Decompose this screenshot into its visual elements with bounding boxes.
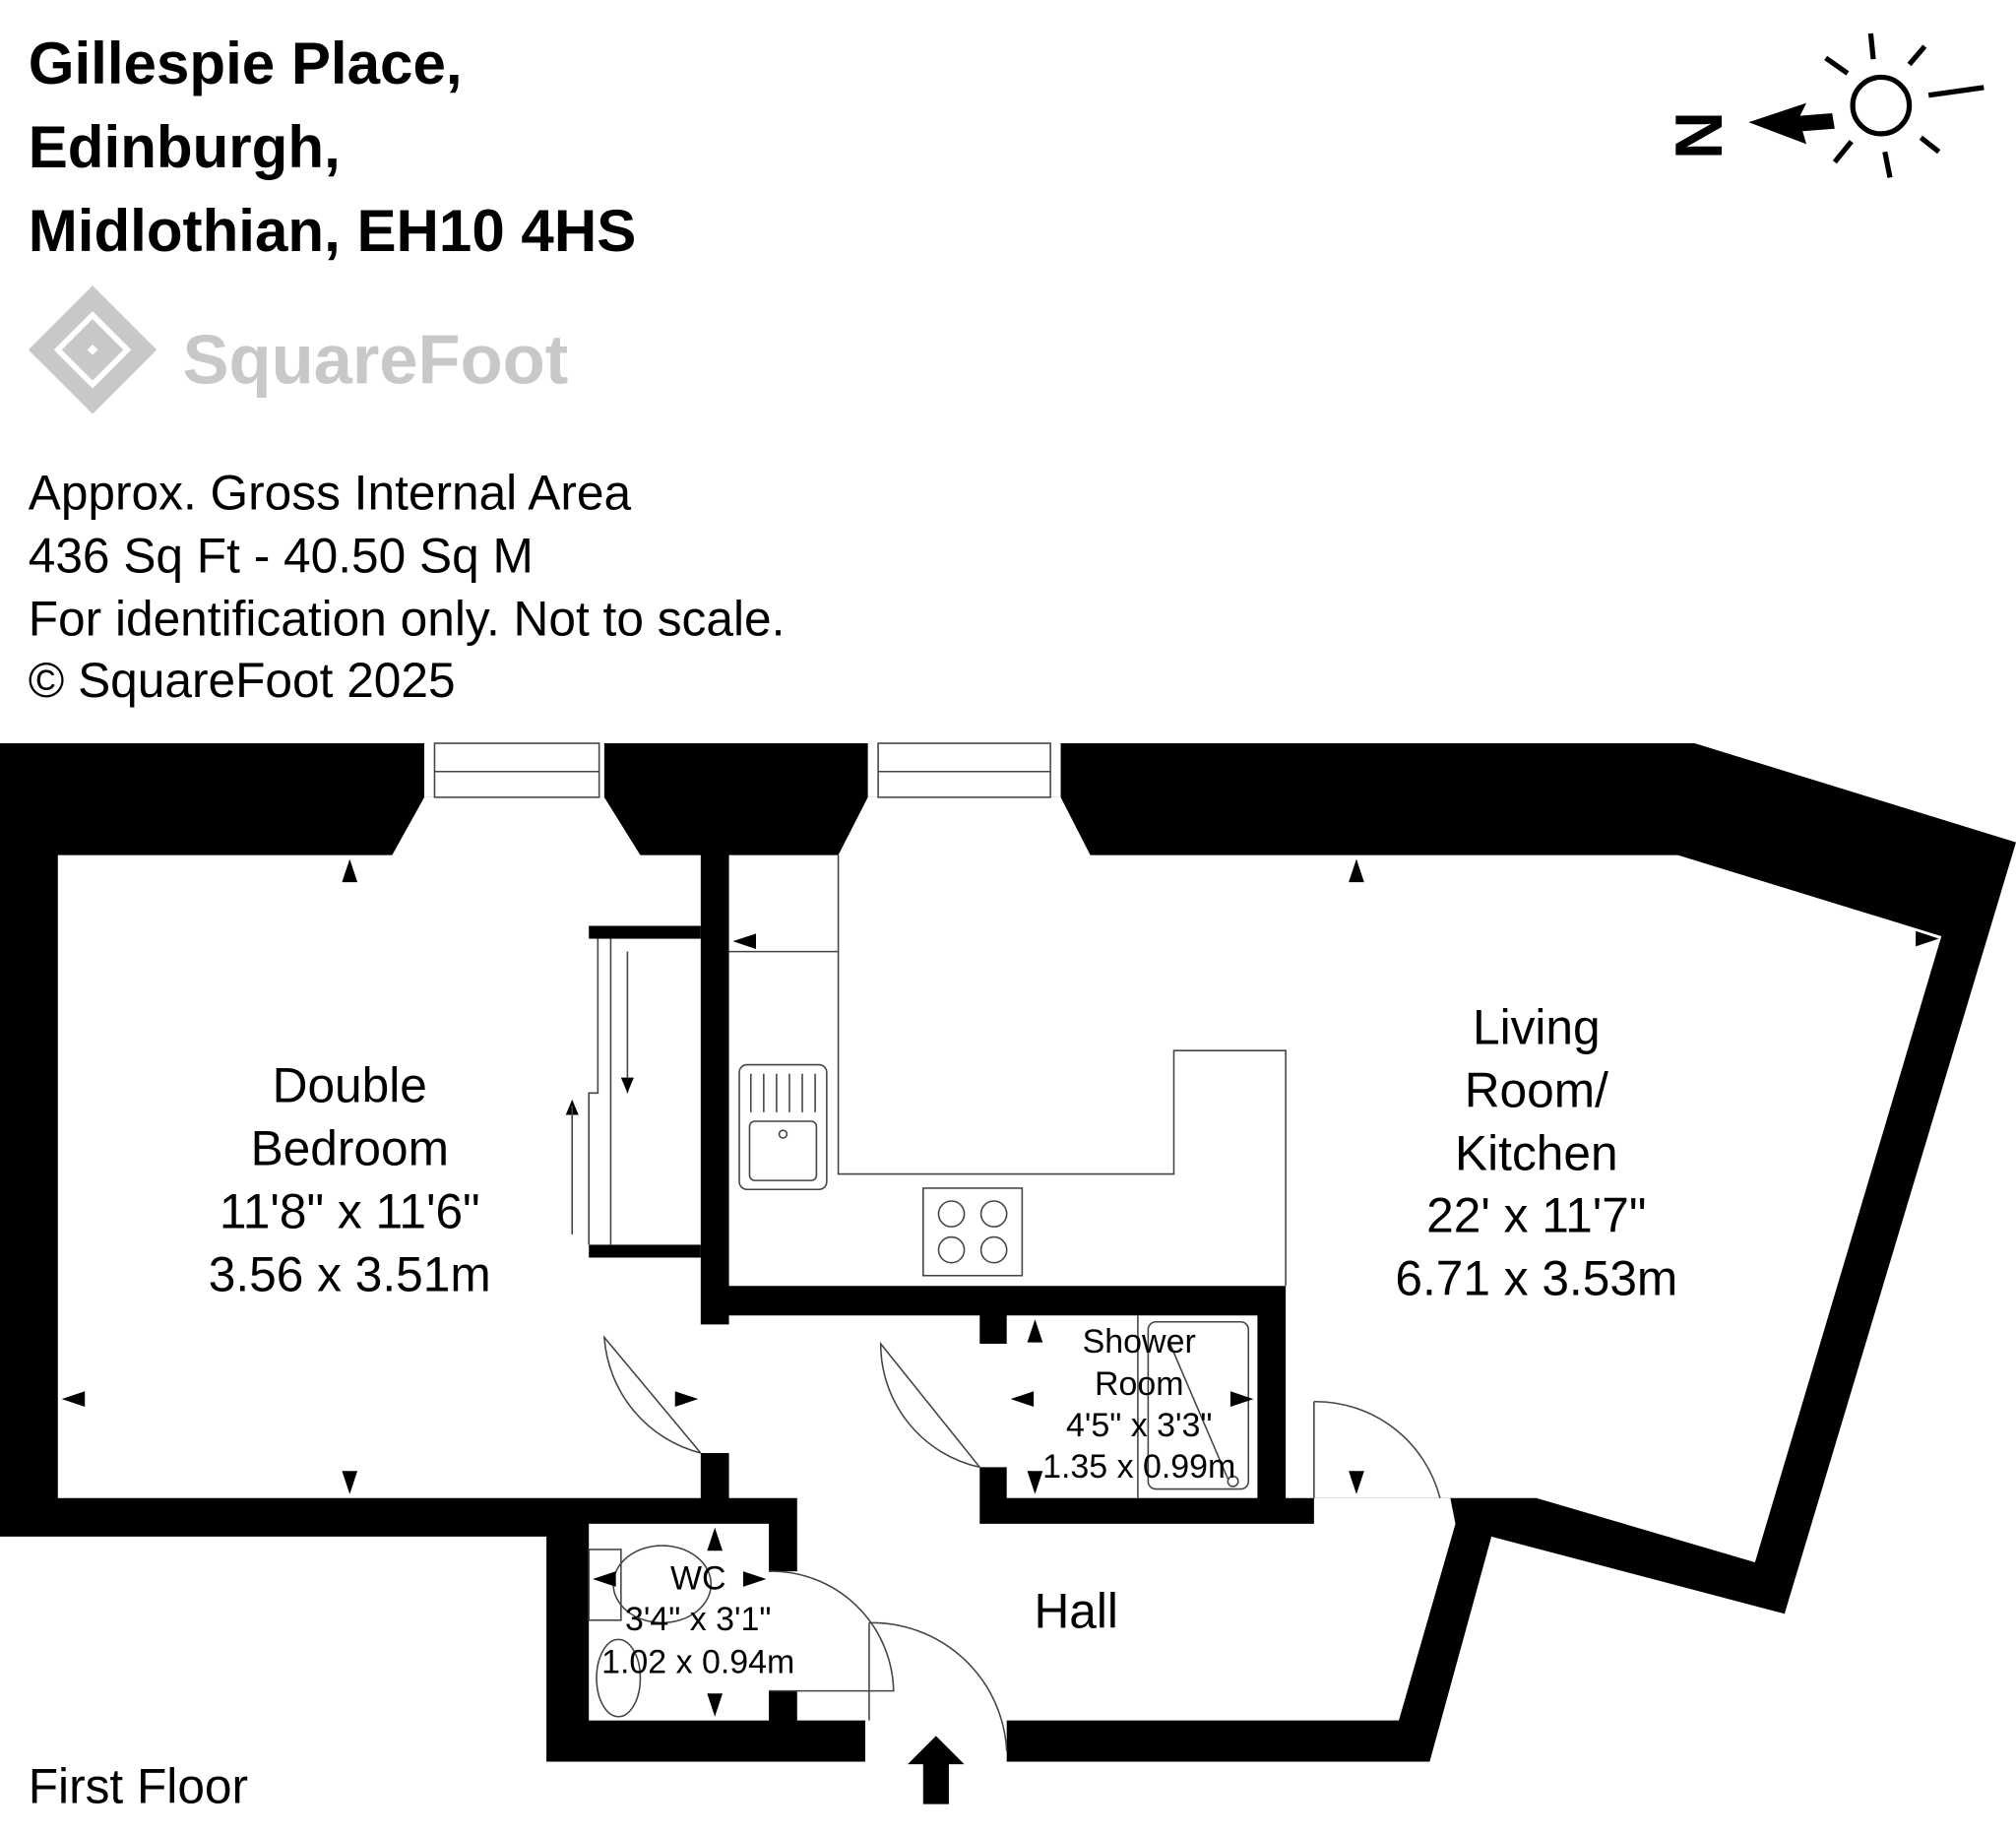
wc-area xyxy=(589,1523,770,1721)
wc-label: WC 3'4" x 3'1" 1.02 x 0.94m xyxy=(601,1559,794,1680)
dimension-arrows xyxy=(61,858,1939,1717)
disclaimer: For identification only. Not to scale. xyxy=(29,591,786,646)
living-label: Living Room/ Kitchen 22' x 11'7" 6.71 x … xyxy=(1395,1000,1677,1306)
area-value: 436 Sq Ft - 40.50 Sq M xyxy=(29,528,534,583)
room-name: Shower xyxy=(1083,1323,1196,1360)
address-line-2: Edinburgh, xyxy=(29,114,341,180)
room-name: Kitchen xyxy=(1455,1126,1618,1181)
entrance-door xyxy=(868,1621,1008,1752)
window xyxy=(867,742,1061,798)
room-name: Double xyxy=(273,1057,427,1112)
shower-door xyxy=(879,1341,980,1469)
room-dimensions-imperial: 3'4" x 3'1" xyxy=(625,1601,771,1638)
room-dimensions-metric: 3.56 x 3.51m xyxy=(209,1246,491,1301)
squarefoot-logo: SquareFoot xyxy=(28,285,568,414)
north-label: N xyxy=(1663,111,1736,159)
shower-doorway xyxy=(976,1343,1010,1468)
basin-icon xyxy=(596,1638,642,1718)
living-area xyxy=(728,796,1942,1563)
bedroom-doorway xyxy=(699,1324,732,1453)
room-name: WC xyxy=(670,1559,726,1597)
copyright: © SquareFoot 2025 xyxy=(29,653,456,708)
room-dimensions-imperial: 11'8" x 11'6" xyxy=(220,1183,480,1238)
wc-doorway xyxy=(767,1571,800,1691)
room-dimensions-metric: 1.35 x 0.99m xyxy=(1042,1448,1235,1486)
hob-icon xyxy=(922,1187,1024,1277)
room-dimensions-imperial: 22' x 11'7" xyxy=(1426,1187,1646,1242)
address-line-1: Gillespie Place, xyxy=(29,31,463,96)
shower-tray-icon xyxy=(1137,1315,1250,1498)
north-arrow-sun-icon: N xyxy=(1663,32,1984,178)
wc-door xyxy=(769,1570,895,1692)
room-dimensions-metric: 6.71 x 3.53m xyxy=(1395,1250,1677,1305)
area-heading: Approx. Gross Internal Area xyxy=(29,465,632,520)
wardrobe xyxy=(565,925,701,1258)
window xyxy=(424,742,604,798)
bedroom-door xyxy=(602,1335,702,1454)
room-name: Living xyxy=(1473,1000,1601,1055)
address-line-3: Midlothian, EH10 4HS xyxy=(29,198,637,264)
bedroom-area xyxy=(57,796,701,1498)
living-door xyxy=(1313,1400,1441,1498)
hall-area xyxy=(728,1315,1456,1721)
floor-label: First Floor xyxy=(29,1758,248,1813)
doors xyxy=(602,1335,1441,1752)
entrance-arrow-icon xyxy=(908,1736,965,1804)
sink-icon xyxy=(738,1063,828,1191)
logo-text: SquareFoot xyxy=(182,320,568,398)
shower-label: Shower Room 4'5" x 3'3" 1.35 x 0.99m xyxy=(1042,1323,1235,1486)
shower-area xyxy=(1006,1315,1258,1498)
kitchen-counter xyxy=(728,854,1287,1287)
room-name: Room xyxy=(1095,1365,1184,1403)
room-name: Room/ xyxy=(1465,1063,1608,1118)
room-dimensions-metric: 1.02 x 0.94m xyxy=(601,1643,794,1680)
room-dimensions-imperial: 4'5" x 3'3" xyxy=(1066,1407,1212,1444)
room-name: Bedroom xyxy=(251,1120,449,1175)
bedroom-label: Double Bedroom 11'8" x 11'6" 3.56 x 3.51… xyxy=(209,1057,491,1301)
hall-label: Hall xyxy=(1034,1584,1118,1639)
